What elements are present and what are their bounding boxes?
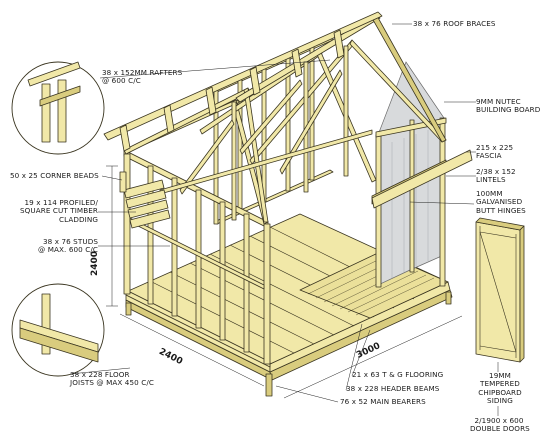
label-siding: 19MM TEMPERED CHIPBOARD SIDING (478, 371, 522, 406)
label-studs: 38 x 76 STUDS @ MAX. 600 C/C (24, 237, 98, 255)
label-rafters: 38 x 152MM RAFTERS @ 600 C/C (102, 68, 183, 86)
detail-circle-bottom (11, 283, 105, 377)
label-siding-line1: 19MM (489, 371, 511, 380)
detail-circle-top (11, 61, 105, 155)
side-gable-wall (371, 61, 473, 288)
label-rafters-line2: @ 600 C/C (102, 76, 141, 86)
label-siding-line3: CHIPBOARD (478, 387, 522, 397)
label-doors: 2/1900 x 600 DOUBLE DOORS (470, 416, 530, 434)
label-floor-joists-line1: 38 x 228 FLOOR (70, 370, 130, 379)
label-hinges-line2: GALVANISED (476, 197, 523, 207)
label-lintels: 2/38 x 152 LINTELS (476, 167, 516, 185)
label-hinges-line1: 100MM (476, 189, 503, 198)
label-studs-line2: @ MAX. 600 C/C (38, 245, 98, 255)
label-cladding: 19 x 114 PROFILED/ SQUARE CUT TIMBER CLA… (14, 198, 98, 224)
label-rafters-line1: 38 x 152MM RAFTERS (102, 68, 183, 77)
label-nutec-line2: BUILDING BOARD (476, 105, 541, 115)
label-doors-line1: 2/1900 x 600 (474, 416, 524, 425)
label-floor-joists: 38 x 228 FLOOR JOISTS @ MAX 450 C/C (70, 370, 154, 388)
label-flooring: 21 x 63 T & G FLOORING (352, 370, 444, 379)
label-nutec-line1: 9MM NUTEC (476, 97, 521, 106)
label-siding-line2: TEMPERED (480, 379, 520, 389)
dimension-height: 2400 (90, 250, 100, 276)
label-cladding-line2: SQUARE CUT TIMBER (19, 206, 98, 216)
label-lintels-line2: LINTELS (476, 175, 506, 185)
label-roof-braces: 38 x 76 ROOF BRACES (413, 19, 496, 28)
label-cladding-line3: CLADDING (58, 214, 98, 224)
label-main-bearers: 76 x 52 MAIN BEARERS (340, 397, 426, 406)
label-studs-line1: 38 x 76 STUDS (42, 237, 98, 246)
label-nutec: 9MM NUTEC BUILDING BOARD (476, 97, 541, 115)
label-lintels-line1: 2/38 x 152 (476, 167, 516, 176)
label-hinges-line3: BUTT HINGES (476, 205, 526, 215)
label-fascia-line2: FASCIA (476, 151, 502, 161)
label-fascia: 215 x 225 FASCIA (476, 143, 514, 161)
roof-trusses (123, 13, 447, 223)
label-corner-beads: 50 x 25 CORNER BEADS (10, 171, 99, 180)
label-doors-line2: DOUBLE DOORS (470, 424, 530, 434)
label-fascia-line1: 215 x 225 (476, 143, 514, 152)
leader-lines (69, 23, 499, 416)
label-hinges: 100MM GALVANISED BUTT HINGES (476, 189, 526, 215)
label-cladding-line1: 19 x 114 PROFILED/ (24, 198, 98, 207)
cladding-sample (119, 171, 171, 229)
label-header-beams: 38 x 228 HEADER BEAMS (346, 384, 440, 393)
label-floor-joists-line2: JOISTS @ MAX 450 C/C (70, 378, 154, 388)
label-siding-line4: SIDING (487, 396, 513, 406)
door-panel (475, 217, 525, 363)
roof-rafters (103, 11, 383, 152)
